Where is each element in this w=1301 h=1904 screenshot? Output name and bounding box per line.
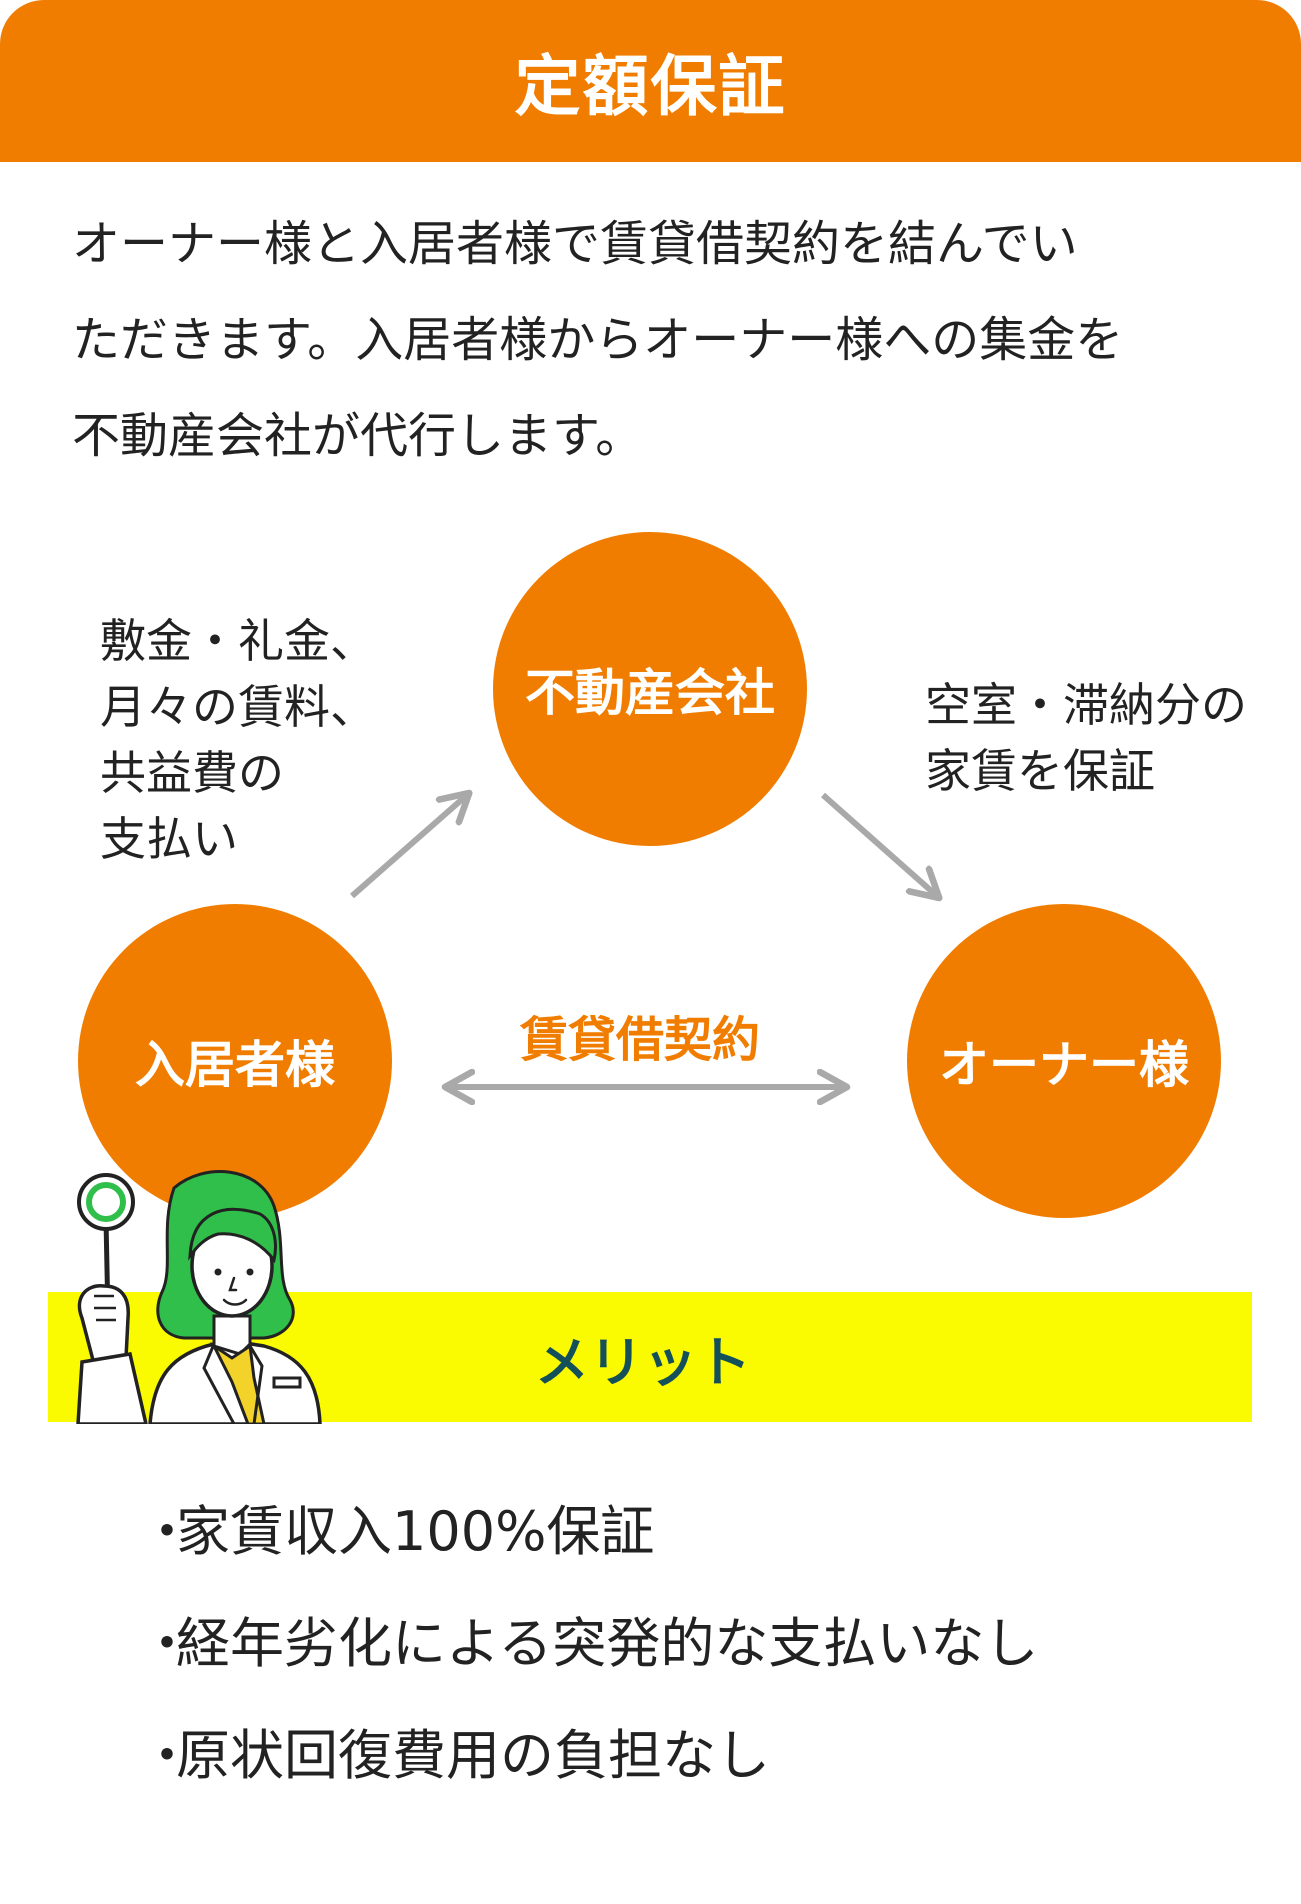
contract-label: 賃貸借契約 <box>520 1012 761 1068</box>
benefit-text: 経年劣化による突発的な支払いなし <box>176 1612 1039 1675</box>
tenant-label: 入居者様 <box>135 1036 335 1094</box>
list-item: ・原状回復費用の負担なし <box>140 1700 1038 1812</box>
page-title: 定額保証 <box>514 48 787 125</box>
bullet: ・ <box>140 1612 194 1675</box>
guarantee-note-line: 空室・滞納分の <box>925 678 1247 732</box>
guarantee-note: 空室・滞納分の 家賃を保証 <box>925 672 1247 804</box>
intro-line: 不動産会社が代行します。 <box>72 408 644 464</box>
payment-note-line: 月々の賃料、 <box>100 680 376 734</box>
payment-note-line: 支払い <box>100 812 238 866</box>
arrow-tenant-to-company <box>350 795 467 899</box>
header-banner: 定額保証 <box>0 0 1301 162</box>
benefit-text: 原状回復費用の負担なし <box>176 1724 770 1787</box>
list-item: ・経年劣化による突発的な支払いなし <box>140 1588 1038 1700</box>
payment-note: 敷金・礼金、 月々の賃料、 共益費の 支払い <box>100 608 376 872</box>
merit-title: メリット <box>535 1330 751 1394</box>
intro-line: ただきます。入居者様からオーナー様への集金を <box>72 312 1124 368</box>
intro-text: オーナー様と入居者様で賃貸借契約を結んでい ただきます。入居者様からオーナー様へ… <box>72 196 1252 484</box>
intro-line: オーナー様と入居者様で賃貸借契約を結んでい <box>72 216 1078 272</box>
bullet: ・ <box>140 1724 194 1787</box>
payment-note-line: 共益費の <box>100 746 284 800</box>
owner-node: オーナー様 <box>907 904 1221 1218</box>
company-node: 不動産会社 <box>493 532 807 846</box>
benefit-list: ・家賃収入100%保証 ・経年劣化による突発的な支払いなし ・原状回復費用の負担… <box>140 1476 1038 1812</box>
company-label: 不動産会社 <box>525 664 775 722</box>
bullet: ・ <box>140 1500 194 1563</box>
payment-note-line: 敷金・礼金、 <box>100 614 376 668</box>
tenant-node: 入居者様 <box>78 904 392 1218</box>
guarantee-note-line: 家賃を保証 <box>925 744 1155 798</box>
arrow-company-to-owner <box>821 792 937 896</box>
staff-illustration <box>76 1170 322 1424</box>
list-item: ・家賃収入100%保証 <box>140 1476 1038 1588</box>
owner-label: オーナー様 <box>939 1036 1189 1094</box>
benefit-text: 家賃収入100%保証 <box>176 1500 655 1563</box>
